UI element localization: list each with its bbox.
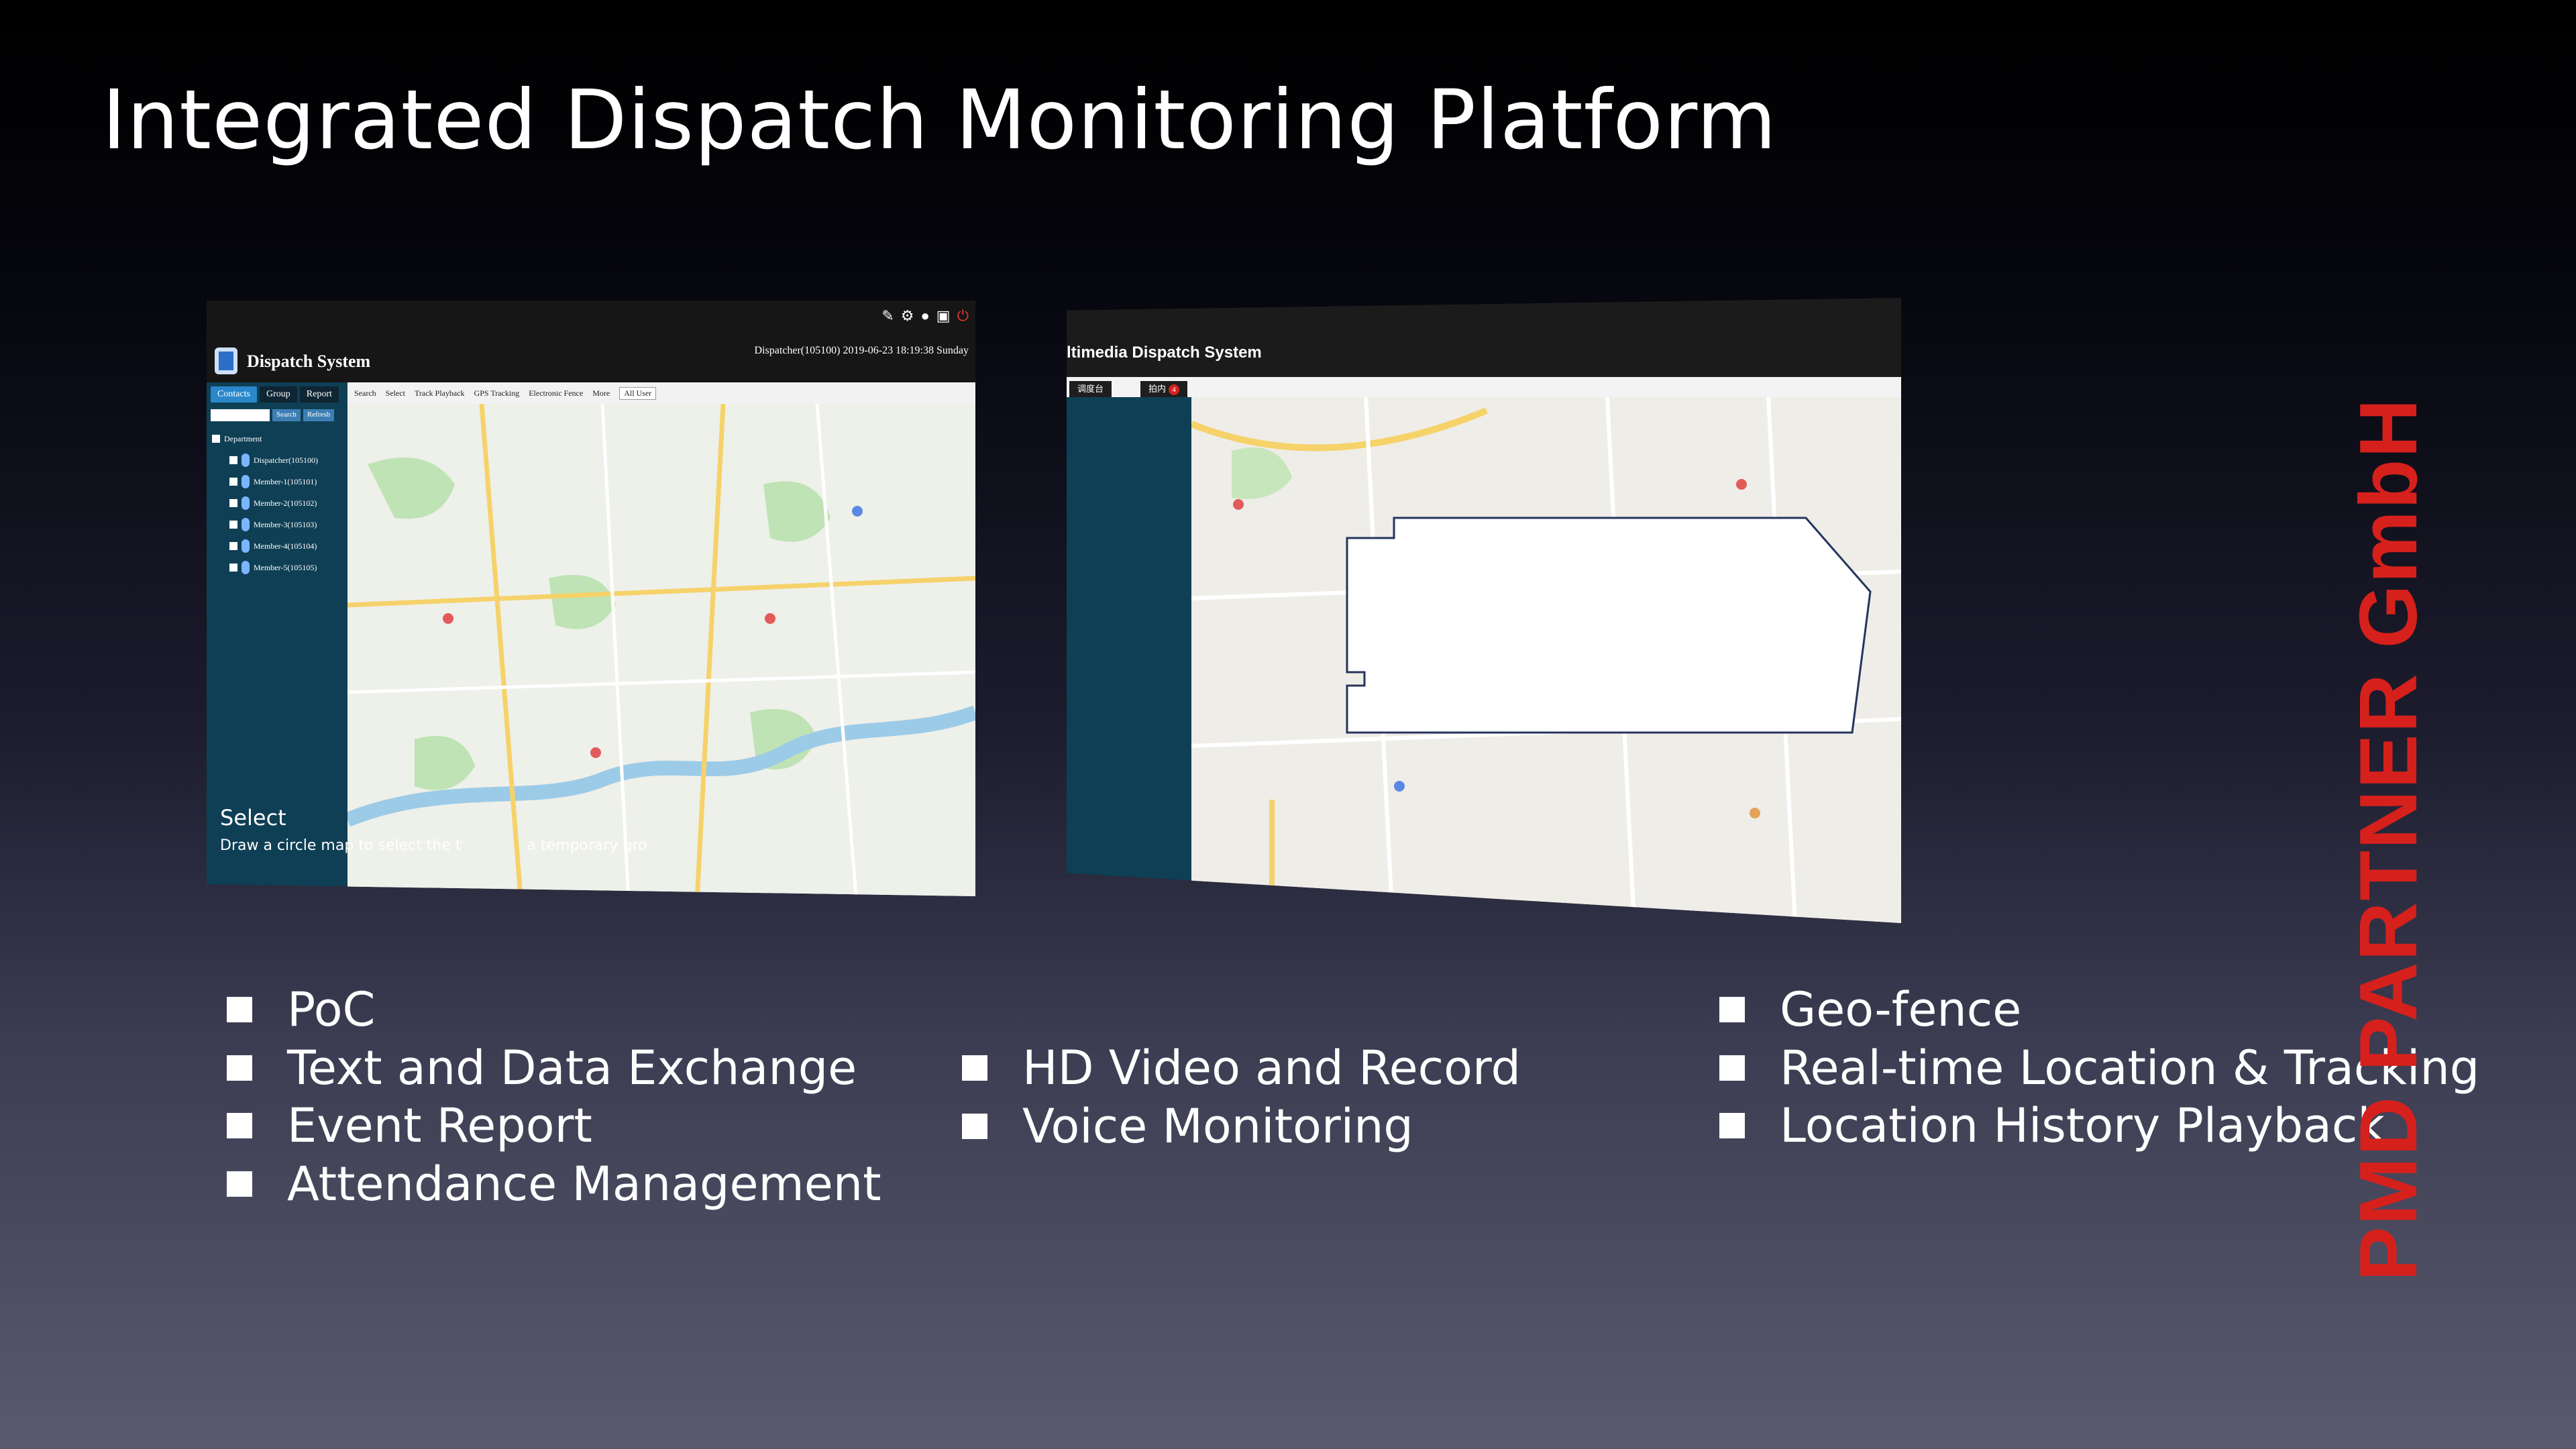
tree-item[interactable]: Dispatcher(105100)	[212, 449, 342, 471]
mute-icon[interactable]: ✎	[881, 307, 894, 324]
dispatcher-status: Dispatcher(105100) 2019-06-23 18:19:38 S…	[754, 345, 969, 356]
feature-item: Location History Playback	[1719, 1097, 2479, 1155]
tree-item[interactable]: Member-3(105103)	[212, 514, 342, 535]
sidebar	[1067, 397, 1191, 923]
tab-report[interactable]: Report	[299, 386, 339, 402]
tree-item[interactable]: Member-4(105104)	[212, 535, 342, 557]
contacts-sidebar: Contacts Group Report Search Refresh Dep…	[207, 382, 347, 896]
toolbar-search[interactable]: Search	[354, 388, 376, 398]
caption-title: Select	[220, 805, 286, 830]
user-icon	[241, 475, 250, 488]
minimize-icon[interactable]: ●	[920, 307, 930, 324]
search-button[interactable]: Search	[272, 409, 301, 421]
dispatch-system-screenshot: Dispatch System ✎ ⚙ ● ▣ ⏻ Dispatcher(105…	[207, 301, 975, 896]
feature-item: Event Report	[227, 1097, 881, 1155]
lock-icon[interactable]: ▣	[936, 307, 951, 324]
tree-item[interactable]: Member-1(105101)	[212, 471, 342, 492]
feature-item: HD Video and Record	[962, 1039, 1521, 1097]
select-caption: Select Draw a circle map to select the t…	[220, 805, 647, 854]
bullet-square-icon	[1719, 1113, 1745, 1139]
feature-item: PoC	[227, 981, 881, 1039]
feature-list-1: PoC Text and Data Exchange Event Report …	[227, 981, 881, 1213]
tree-root[interactable]: Department	[212, 428, 342, 449]
app-title: ltimedia Dispatch System	[1067, 343, 1262, 362]
feature-list-2: HD Video and Record Voice Monitoring	[962, 1039, 1521, 1155]
app-header: Dispatch System ✎ ⚙ ● ▣ ⏻ Dispatcher(105…	[207, 301, 975, 382]
app-header: ltimedia Dispatch System	[1067, 298, 1901, 377]
tab-group[interactable]: Group	[260, 386, 297, 402]
toolbar-more[interactable]: More	[592, 388, 610, 398]
toolbar-electronic-fence[interactable]: Electronic Fence	[529, 388, 584, 398]
contact-search-input[interactable]	[211, 409, 270, 421]
toolbar-track-playback[interactable]: Track Playback	[414, 388, 465, 398]
bullet-square-icon	[227, 997, 252, 1023]
map-toolbar	[1067, 377, 1901, 397]
bullet-square-icon	[962, 1113, 987, 1139]
refresh-button[interactable]: Refresh	[303, 409, 335, 421]
user-icon	[241, 453, 250, 467]
feature-item: Text and Data Exchange	[227, 1039, 881, 1097]
map-view[interactable]	[344, 403, 975, 896]
settings-icon[interactable]: ⚙	[900, 307, 914, 324]
bullet-square-icon	[962, 1055, 987, 1081]
brand-name: PMD PARTNER GmbH	[2343, 397, 2434, 1281]
bullet-square-icon	[1719, 1055, 1745, 1081]
user-icon	[241, 496, 250, 510]
slide-title: Integrated Dispatch Monitoring Platform	[102, 72, 1777, 168]
member-tree: Department Dispatcher(105100) Member-1(1…	[207, 424, 347, 582]
power-icon[interactable]: ⏻	[957, 307, 969, 324]
map-toolbar: Search Select Track Playback GPS Trackin…	[347, 382, 975, 404]
user-icon	[241, 539, 250, 553]
toolbar-gps-tracking[interactable]: GPS Tracking	[474, 388, 520, 398]
tab-dispatch[interactable]: 调度台	[1069, 381, 1112, 397]
bullet-square-icon	[227, 1171, 252, 1197]
map-view[interactable]	[1190, 396, 1901, 923]
feature-list-3: Geo-fence Real-time Location & Tracking …	[1719, 981, 2479, 1155]
bullet-square-icon	[227, 1113, 252, 1139]
bullet-square-icon	[1719, 997, 1745, 1023]
geofence-map	[1190, 396, 1901, 923]
bullet-square-icon	[227, 1055, 252, 1081]
toolbar-select[interactable]: Select	[385, 388, 405, 398]
geofence-polygon	[1346, 517, 1872, 734]
window-controls: ✎ ⚙ ● ▣ ⏻	[881, 307, 969, 325]
feature-item: Voice Monitoring	[962, 1097, 1521, 1156]
notification-badge: 4	[1169, 384, 1180, 395]
feature-item: Real-time Location & Tracking	[1719, 1039, 2479, 1097]
monitor-logo-icon	[215, 347, 237, 374]
feature-item: Geo-fence	[1719, 981, 2479, 1039]
app-title: Dispatch System	[247, 352, 371, 371]
caption-text: Draw a circle map to select the t a temp…	[220, 837, 647, 854]
tree-item[interactable]: Member-5(105105)	[212, 557, 342, 578]
tab-contacts[interactable]: Contacts	[211, 386, 257, 402]
user-filter-select[interactable]: All User	[619, 386, 657, 400]
department-label: Department	[224, 433, 262, 443]
user-icon	[241, 518, 250, 531]
user-icon	[241, 561, 250, 574]
feature-item: Attendance Management	[227, 1155, 881, 1214]
tree-item[interactable]: Member-2(105102)	[212, 492, 342, 514]
city-map	[344, 403, 975, 896]
